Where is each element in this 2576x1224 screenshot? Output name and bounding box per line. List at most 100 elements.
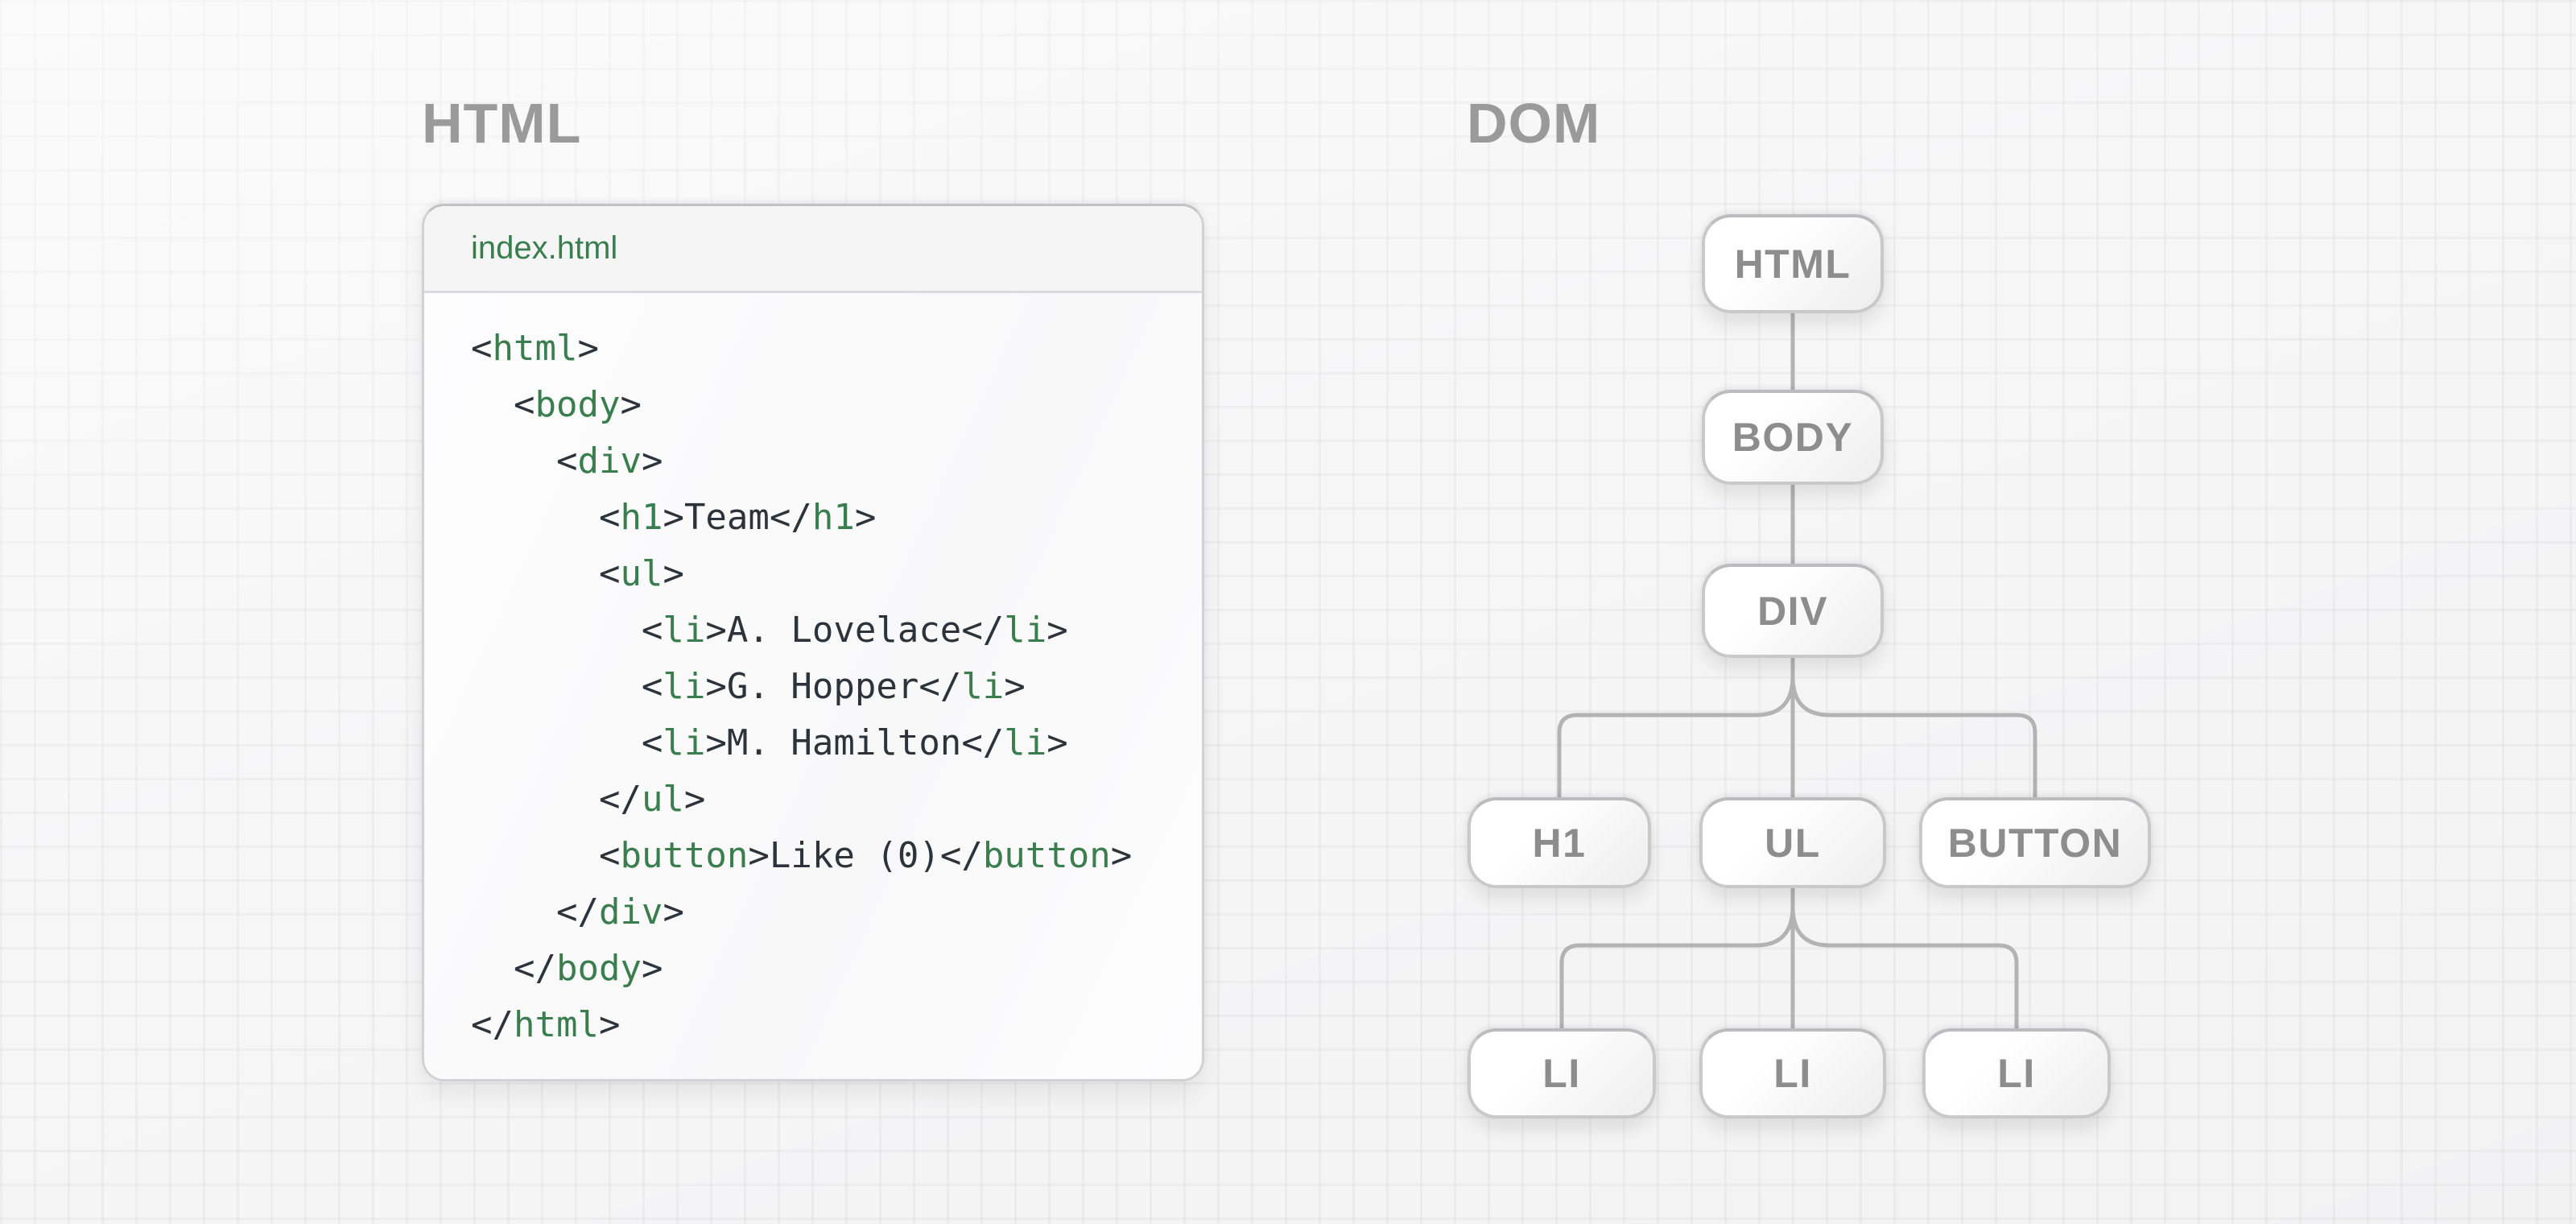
code-line: <body> — [471, 377, 1186, 433]
code-token-p: > — [1004, 666, 1026, 707]
html-panel-title: HTML — [422, 92, 582, 155]
code-token-p: </ — [769, 497, 812, 538]
tree-node-li-1: LI — [1468, 1028, 1656, 1119]
code-token-p: < — [641, 722, 663, 763]
tree-node-label: LI — [1542, 1051, 1581, 1096]
code-token-tag: li — [663, 666, 706, 707]
code-token-text: Like (0) — [769, 835, 940, 876]
code-token-tag: body — [535, 384, 621, 425]
code-token-p: > — [577, 328, 599, 369]
code-line: </div> — [471, 884, 1186, 941]
code-token-tag: ul — [641, 779, 684, 820]
code-token-p: </ — [961, 722, 1005, 763]
code-token-p: > — [641, 948, 663, 989]
code-token-tag: button — [982, 835, 1111, 876]
tree-node-label: HTML — [1734, 241, 1852, 287]
code-token-p: </ — [513, 948, 556, 989]
code-token-p: < — [471, 328, 493, 369]
tree-node-li-3: LI — [1922, 1028, 2111, 1119]
code-token-p: > — [1046, 610, 1068, 651]
code-token-text: G. Hopper — [726, 666, 919, 707]
code-token-p: < — [513, 384, 535, 425]
code-token-tag: div — [577, 440, 642, 482]
code-token-p: > — [705, 610, 727, 651]
code-token-p: > — [620, 384, 642, 425]
tree-node-body: BODY — [1702, 390, 1884, 485]
connector-edge-ul-li3 — [1790, 906, 2019, 1028]
tree-node-ul: UL — [1699, 797, 1886, 888]
code-token-p: > — [854, 497, 877, 538]
code-token-tag: h1 — [811, 497, 855, 538]
code-line: <button>Like (0)</button> — [471, 828, 1186, 884]
code-line: <li>A. Lovelace</li> — [471, 602, 1186, 659]
dom-panel-title: DOM — [1467, 92, 1601, 155]
editor-header: index.html — [424, 206, 1202, 293]
code-token-tag: li — [663, 722, 706, 763]
code-token-p: </ — [919, 666, 962, 707]
tree-node-button: BUTTON — [1919, 797, 2151, 888]
code-area: <html> <body> <div> <h1>Team</h1> <ul> <… — [424, 293, 1202, 1079]
code-token-tag: body — [555, 948, 642, 989]
code-editor-card: index.html <html> <body> <div> <h1>Team<… — [422, 204, 1204, 1081]
code-token-p: > — [705, 722, 727, 763]
code-token-p: > — [598, 1004, 621, 1045]
code-token-p: < — [641, 666, 663, 707]
code-line: </ul> — [471, 771, 1186, 828]
tree-node-div: DIV — [1702, 564, 1884, 658]
code-token-p: > — [683, 779, 706, 820]
tree-node-label: BUTTON — [1947, 820, 2123, 866]
code-line: <html> — [471, 320, 1186, 377]
tree-node-label: H1 — [1532, 820, 1587, 866]
tree-node-h1: H1 — [1468, 797, 1651, 888]
code-token-text: A. Lovelace — [726, 610, 962, 651]
code-token-p: > — [1110, 835, 1133, 876]
code-line: <li>M. Hamilton</li> — [471, 715, 1186, 771]
code-token-tag: html — [492, 328, 578, 369]
code-token-p: > — [663, 497, 684, 538]
connector-edge-div-button — [1790, 676, 2037, 797]
code-line: </body> — [471, 941, 1186, 997]
tree-node-label: BODY — [1732, 415, 1854, 460]
code-line: <ul> — [471, 546, 1186, 602]
code-line: <h1>Team</h1> — [471, 490, 1186, 546]
code-token-p: </ — [555, 891, 599, 932]
code-token-tag: button — [620, 835, 749, 876]
code-token-p: </ — [939, 835, 983, 876]
code-line: <li>G. Hopper</li> — [471, 659, 1186, 715]
connector-edge-ul-li1 — [1559, 906, 1795, 1028]
code-token-p: > — [748, 835, 770, 876]
code-token-p: > — [705, 666, 727, 707]
code-token-tag: li — [1004, 722, 1047, 763]
tree-node-li-2: LI — [1699, 1028, 1886, 1119]
code-token-tag: li — [663, 610, 706, 651]
tree-node-label: LI — [1773, 1051, 1812, 1096]
tree-node-label: DIV — [1757, 588, 1828, 634]
code-token-text: Team — [683, 497, 770, 538]
code-token-p: > — [641, 440, 663, 482]
code-token-tag: div — [598, 891, 663, 932]
code-line: </html> — [471, 997, 1186, 1053]
code-token-p: </ — [961, 610, 1005, 651]
code-token-tag: h1 — [620, 497, 663, 538]
code-token-p: < — [598, 835, 621, 876]
code-token-tag: html — [513, 1004, 599, 1045]
code-token-p: < — [641, 610, 663, 651]
code-token-tag: ul — [620, 553, 663, 594]
code-token-p: > — [1046, 722, 1068, 763]
tree-node-html: HTML — [1702, 214, 1884, 313]
code-token-p: </ — [471, 1004, 514, 1045]
code-token-p: </ — [598, 779, 642, 820]
code-token-p: > — [663, 891, 684, 932]
code-token-p: < — [598, 553, 621, 594]
editor-filename: index.html — [471, 230, 618, 266]
code-token-tag: li — [1004, 610, 1047, 651]
tree-node-label: LI — [1997, 1051, 2036, 1096]
code-token-text: M. Hamilton — [726, 722, 962, 763]
code-token-tag: li — [961, 666, 1005, 707]
tree-node-label: UL — [1765, 820, 1821, 866]
code-token-p: < — [555, 440, 578, 482]
code-line: <div> — [471, 433, 1186, 490]
code-token-p: < — [598, 497, 621, 538]
